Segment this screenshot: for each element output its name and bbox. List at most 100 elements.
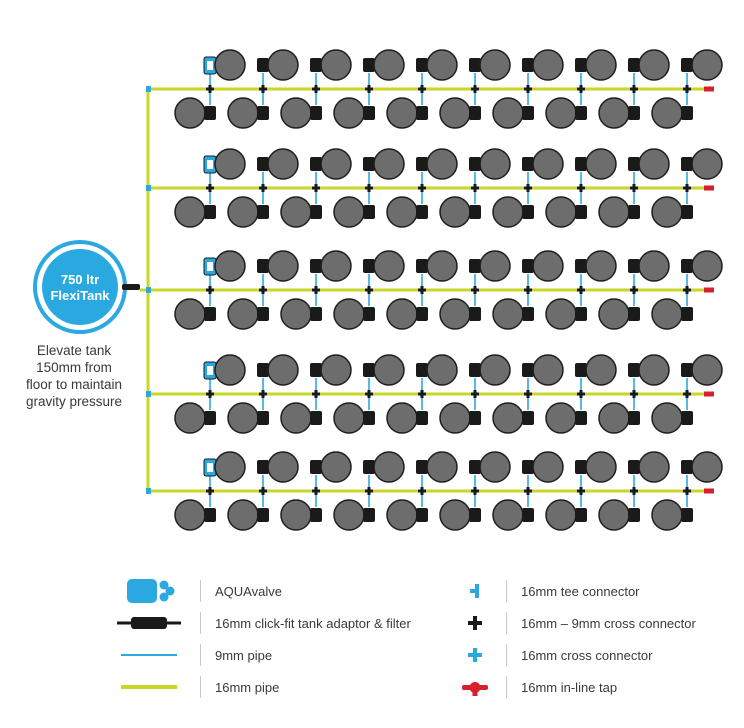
plant-pot — [545, 196, 577, 228]
plant-pot — [426, 354, 458, 386]
plant-pot — [492, 499, 524, 531]
legend-divider — [506, 676, 507, 698]
plant-pot — [227, 196, 259, 228]
pot-valve — [363, 460, 375, 474]
plant-pot — [333, 402, 365, 434]
pot-valve — [257, 259, 269, 273]
plant-pot — [651, 97, 683, 129]
cross-connector — [365, 186, 373, 190]
tee-connector — [146, 391, 151, 397]
plant-pot — [651, 196, 683, 228]
plant-pot — [638, 250, 670, 282]
legend-item-cross-connector-black: 16mm – 9mm cross connector — [458, 607, 738, 639]
aquavalve-window — [207, 463, 213, 472]
pot-valve — [522, 460, 534, 474]
cross-connector — [259, 87, 267, 91]
pot-valve — [469, 307, 481, 321]
plant-pot — [227, 298, 259, 330]
cross-connector — [471, 288, 479, 292]
pipes-16mm — [140, 87, 706, 493]
pot-valve — [681, 460, 693, 474]
plant-pot — [280, 402, 312, 434]
flexitank-body — [42, 249, 118, 325]
plant-pot — [651, 499, 683, 531]
pot-valve — [204, 411, 216, 425]
plant-pot — [267, 250, 299, 282]
plant-pot — [174, 402, 206, 434]
plant-pot — [691, 49, 723, 81]
plant-pot — [691, 250, 723, 282]
plant-pot — [439, 97, 471, 129]
plant-pot — [691, 451, 723, 483]
plant-pot — [638, 354, 670, 386]
plant-pot — [373, 451, 405, 483]
cross-connector — [206, 489, 214, 493]
plant-pot — [439, 196, 471, 228]
plant-pot — [214, 451, 246, 483]
legend-item-pipe-16mm: 16mm pipe — [112, 671, 442, 703]
pot-valve — [310, 58, 322, 72]
pot-valve — [628, 106, 640, 120]
components — [146, 49, 723, 531]
pot-valve — [575, 58, 587, 72]
tee-connector — [146, 86, 151, 92]
pot-valve — [363, 508, 375, 522]
cross-connector — [259, 489, 267, 493]
plant-pot — [267, 49, 299, 81]
plant-pot — [174, 196, 206, 228]
pot-valve — [416, 460, 428, 474]
inline-tap-knob — [705, 287, 711, 293]
cross-connector — [471, 489, 479, 493]
pot-valve — [628, 508, 640, 522]
legend-label: 16mm tee connector — [521, 583, 640, 599]
plant-pot — [174, 499, 206, 531]
pot-valve — [257, 307, 269, 321]
cross-connector — [471, 392, 479, 396]
pot-valve — [469, 58, 481, 72]
legend-item-inline-tap: 16mm in-line tap — [458, 671, 738, 703]
cross-connector — [365, 392, 373, 396]
plant-pot — [585, 451, 617, 483]
plant-pot — [585, 354, 617, 386]
pot-valve — [416, 106, 428, 120]
plant-pot — [598, 499, 630, 531]
plant-pot — [280, 499, 312, 531]
pot-valve — [681, 259, 693, 273]
legend-right: 16mm tee connector 16mm – 9mm cross conn… — [458, 575, 738, 703]
pot-valve — [310, 106, 322, 120]
cross-connector — [206, 392, 214, 396]
plant-pot — [651, 298, 683, 330]
inline-tap-knob — [705, 488, 711, 494]
cross-connector — [418, 489, 426, 493]
inline-tap-knob — [705, 86, 711, 92]
tee-connector — [146, 185, 151, 191]
pot-valve — [575, 363, 587, 377]
legend-divider — [200, 676, 201, 698]
cross-connector — [312, 288, 320, 292]
cross-connector — [524, 489, 532, 493]
legend-label: 16mm in-line tap — [521, 679, 618, 695]
cross-connector — [259, 392, 267, 396]
cross-connector — [365, 288, 373, 292]
plant-pot — [492, 402, 524, 434]
plant-pot — [373, 354, 405, 386]
pot-valve — [363, 363, 375, 377]
pot-valve — [522, 307, 534, 321]
pot-valve — [575, 411, 587, 425]
pot-valve — [204, 508, 216, 522]
plant-pot — [479, 451, 511, 483]
pot-valve — [575, 307, 587, 321]
pot-valve — [310, 508, 322, 522]
cross-connector — [312, 392, 320, 396]
plant-pot — [651, 402, 683, 434]
pot-valve — [416, 307, 428, 321]
cross-connector — [312, 87, 320, 91]
pot-valve — [681, 363, 693, 377]
legend-item-aquavalve: AQUAvalve — [112, 575, 442, 607]
pot-valve — [204, 307, 216, 321]
plant-pot — [214, 148, 246, 180]
pot-valve — [363, 58, 375, 72]
pot-valve — [310, 411, 322, 425]
cross-connector — [683, 288, 691, 292]
